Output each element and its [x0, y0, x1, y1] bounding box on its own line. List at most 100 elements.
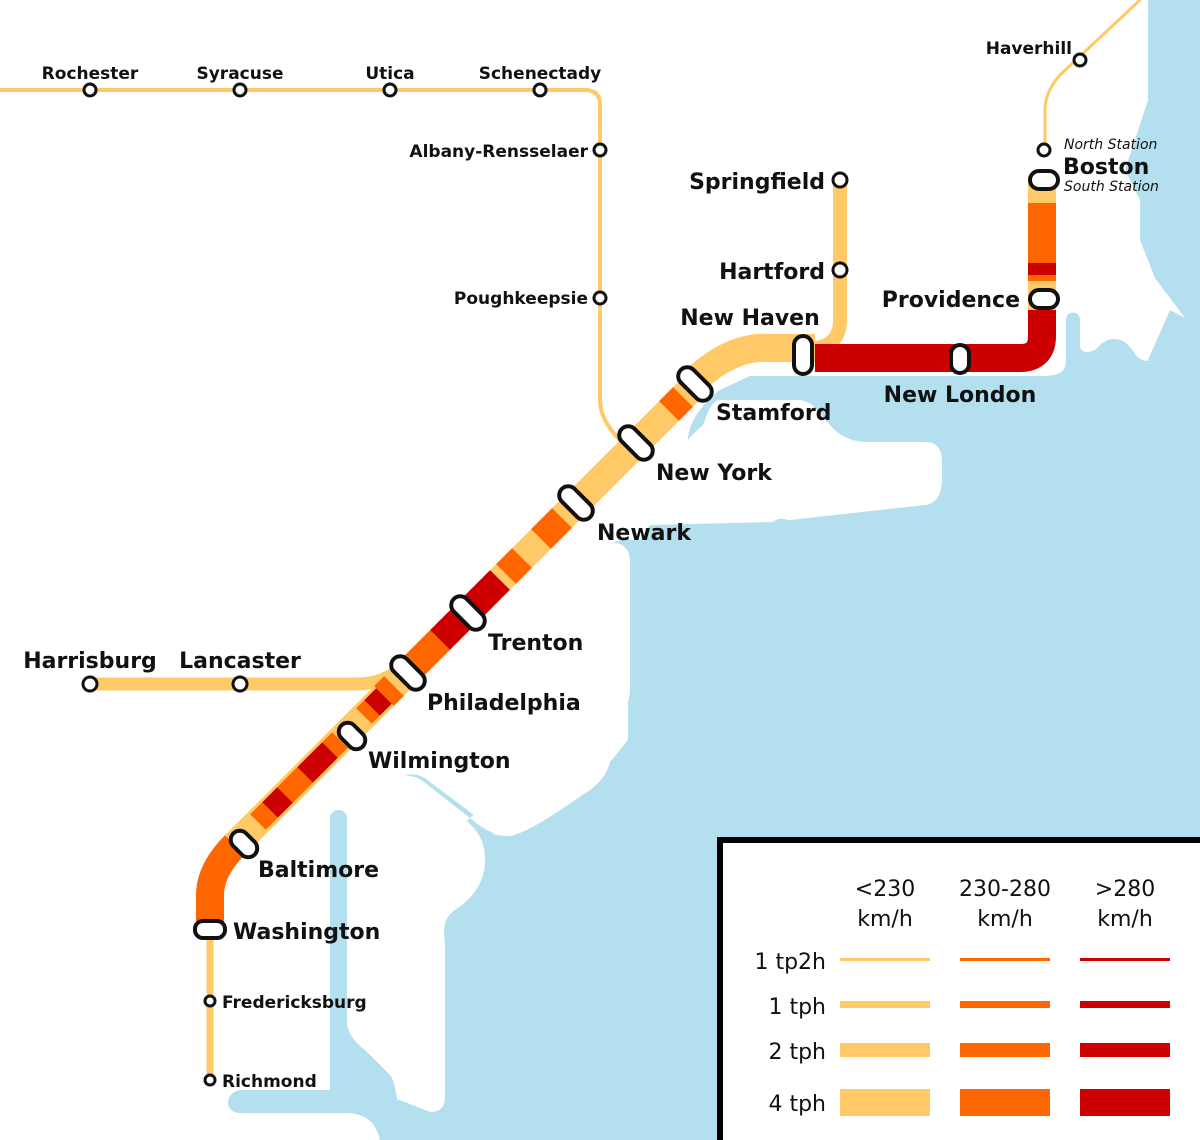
legend-col-slow-line2: km/h: [857, 907, 913, 932]
band-red-wil-2: [262, 787, 293, 818]
label-newark: Newark: [597, 521, 692, 546]
station-wilmington: [336, 720, 368, 752]
label-washington: Washington: [233, 920, 380, 945]
station-newark: [557, 484, 595, 522]
label-south-station: South Station: [1064, 179, 1159, 195]
minor-stations[interactable]: [81, 52, 1088, 1087]
chesapeake-lower: [345, 1100, 400, 1140]
segment-shoreline: [815, 310, 1056, 372]
station-lancaster: [231, 675, 249, 693]
station-rochester: [82, 82, 98, 98]
swatch-slow-1tp2h: [840, 958, 930, 961]
station-syracuse: [232, 82, 248, 98]
station-new-london: [949, 343, 971, 375]
station-north-station: [1036, 142, 1052, 158]
label-harrisburg: Harrisburg: [23, 649, 157, 674]
band-red-wil: [297, 742, 338, 783]
station-baltimore: [228, 828, 260, 860]
delaware-river: [400, 543, 630, 842]
band-orange-wil-3: [250, 802, 278, 830]
station-utica: [382, 82, 398, 98]
segment-washington-curve: [196, 835, 246, 930]
band-orange-wil-1: [322, 732, 348, 758]
station-labels: Rochester Syracuse Utica Schenectady Alb…: [23, 39, 1159, 1092]
label-hartford: Hartford: [719, 260, 825, 285]
swatch-slow-2tph: [840, 1043, 930, 1057]
legend-row-1tph: 1 tph: [768, 995, 826, 1020]
station-albany: [592, 142, 608, 158]
station-trenton: [449, 594, 487, 632]
delmarva-land: [396, 775, 485, 1112]
swatch-medium-2tph: [960, 1043, 1050, 1057]
legend-col-fast-line1: >280: [1095, 877, 1155, 902]
band-red-phl: [364, 688, 392, 716]
long-island: [646, 400, 942, 522]
label-fredericksburg: Fredericksburg: [222, 993, 367, 1013]
label-albany: Albany-Rensselaer: [409, 142, 588, 162]
legend-row-4tph: 4 tph: [768, 1092, 826, 1117]
label-schenectady: Schenectady: [479, 64, 602, 84]
station-fredericksburg: [203, 994, 217, 1008]
station-boston: [1028, 169, 1060, 191]
band-orange-wil-2: [277, 767, 313, 803]
swatch-slow-1tph: [840, 1001, 930, 1008]
massachusetts-bay: [1125, 0, 1200, 330]
potomac-river: [330, 810, 347, 1100]
band-orange-stamford: [659, 387, 693, 421]
label-new-haven: New Haven: [680, 306, 820, 331]
label-philadelphia: Philadelphia: [427, 691, 581, 716]
delaware-bay: [445, 560, 720, 1090]
major-stations[interactable]: [193, 169, 1060, 940]
legend-col-medium-line1: 230-280: [959, 877, 1051, 902]
station-poughkeepsie: [592, 290, 608, 306]
station-haverhill: [1072, 52, 1088, 68]
swatch-fast-2tph: [1080, 1043, 1170, 1057]
band-orange-newark-2: [496, 548, 532, 584]
legend-row-2tph: 2 tph: [768, 1040, 826, 1065]
label-north-station: North Station: [1064, 137, 1157, 153]
legend-row-1tp2h: 1 tp2h: [754, 950, 826, 975]
chesapeake-mouth: [231, 1092, 345, 1112]
land-masks: [396, 310, 1200, 1112]
station-new-york: [617, 424, 655, 462]
band-orange-newark-1: [531, 508, 572, 549]
swatch-medium-1tph: [960, 1001, 1050, 1008]
cape-land: [1148, 310, 1200, 360]
boston-bands: [1028, 203, 1056, 281]
label-stamford: Stamford: [716, 401, 831, 426]
label-new-london: New London: [884, 383, 1037, 408]
label-lancaster: Lancaster: [179, 649, 301, 674]
band-red-boston: [1028, 263, 1056, 275]
label-providence: Providence: [882, 288, 1020, 313]
band-orange-phl-2: [356, 700, 380, 724]
label-springfield: Springfield: [689, 170, 825, 195]
label-syracuse: Syracuse: [196, 64, 283, 84]
swatch-fast-1tph: [1080, 1001, 1170, 1008]
swatch-fast-4tph: [1080, 1089, 1170, 1116]
band-orange-phl-1: [374, 676, 404, 706]
new-jersey-land: [400, 543, 628, 780]
label-new-york: New York: [656, 461, 773, 486]
station-stamford: [676, 365, 714, 403]
station-harrisburg: [81, 675, 99, 693]
label-poughkeepsie: Poughkeepsie: [454, 289, 588, 309]
swatch-slow-4tph: [840, 1089, 930, 1116]
water-extras: [231, 543, 630, 1140]
band-orange-boston: [1028, 203, 1056, 263]
swatch-medium-4tph: [960, 1089, 1050, 1116]
label-rochester: Rochester: [42, 64, 139, 84]
label-boston: Boston: [1063, 155, 1149, 180]
haverhill-line: [1043, 0, 1142, 152]
station-springfield: [831, 171, 849, 189]
station-schenectady: [532, 82, 548, 98]
label-richmond: Richmond: [222, 1072, 317, 1092]
label-trenton: Trenton: [488, 631, 583, 656]
band-orange-boston-2: [1028, 275, 1056, 281]
legend-col-medium-line2: km/h: [977, 907, 1033, 932]
legend-col-slow-line1: <230: [855, 877, 915, 902]
station-providence: [1028, 288, 1060, 310]
swatch-fast-1tp2h: [1080, 958, 1170, 961]
station-richmond: [203, 1073, 217, 1087]
label-wilmington: Wilmington: [368, 749, 511, 774]
